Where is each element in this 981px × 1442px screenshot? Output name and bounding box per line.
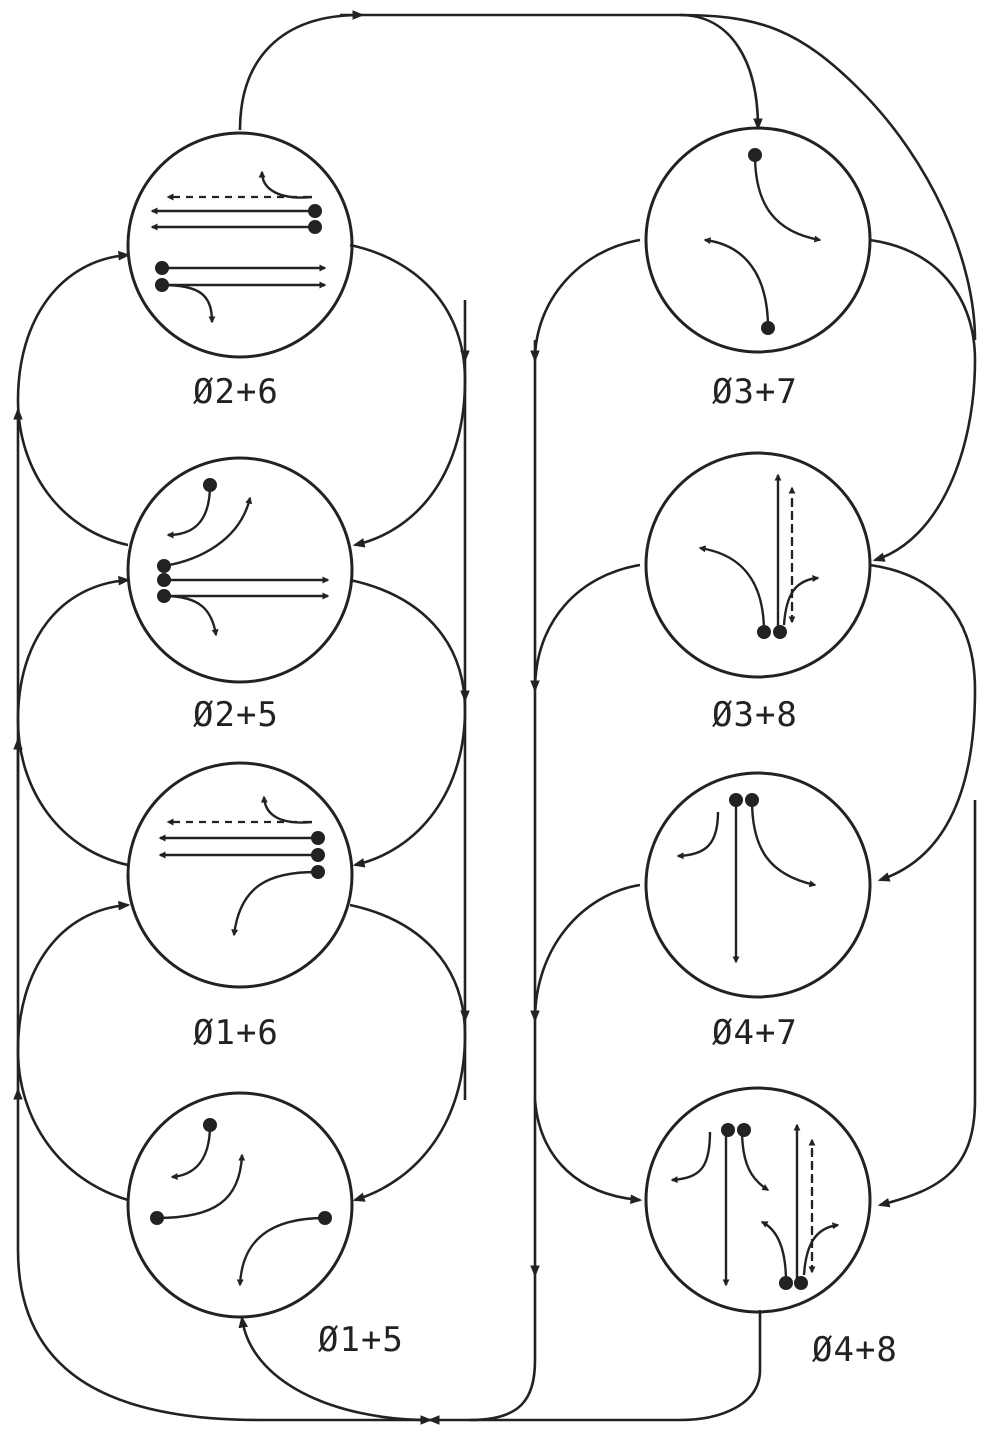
connector-p26-to-p37 [238, 13, 763, 131]
phase-circle-p38 [644, 451, 872, 679]
bottom-to-p15 [238, 1315, 431, 1422]
loop-into-p48 [533, 1099, 643, 1204]
loop-right-p37 [869, 238, 977, 562]
loop-left-p16 [16, 900, 131, 1202]
phase-label-p15: Ø1+5 [318, 1320, 404, 1360]
loop-left-p37 [533, 238, 641, 361]
loop-right-p25 [349, 578, 467, 868]
loop-right-p47 [877, 800, 977, 1208]
phase-circle-p37 [644, 126, 872, 354]
phase-circle-p26 [126, 131, 354, 359]
phase-label-p48: Ø4+8 [812, 1330, 898, 1370]
transition-connectors [13, 10, 977, 1425]
phase-circle-p47 [644, 771, 872, 999]
loop-right-p38 [869, 563, 977, 882]
loop-left-p47 [533, 883, 641, 1021]
phase-label-p16: Ø1+6 [193, 1013, 279, 1053]
phase-label-p25: Ø2+5 [193, 695, 279, 735]
loop-right-p16 [349, 903, 467, 1202]
loop-left-p25 [16, 575, 131, 867]
left-outer-spine-bottom [16, 1249, 433, 1425]
loop-left-p38 [533, 563, 641, 691]
phase-label-p37: Ø3+7 [712, 372, 798, 412]
connector-top-to-right-spine [679, 13, 977, 341]
p48-bottom-return [427, 1310, 762, 1425]
loop-right-p26 [349, 243, 467, 548]
phase-circle-p15 [126, 1091, 354, 1319]
loop-left-p26 [16, 250, 131, 547]
phase-circle-p16 [126, 761, 354, 989]
phase-label-p47: Ø4+7 [712, 1013, 798, 1053]
center-spine-bottom [469, 1275, 537, 1422]
phase-label-p26: Ø2+6 [193, 372, 279, 412]
phase-circle-p48 [644, 1086, 872, 1314]
phase-label-p38: Ø3+8 [712, 695, 798, 735]
phase-circle-p25 [126, 456, 354, 684]
